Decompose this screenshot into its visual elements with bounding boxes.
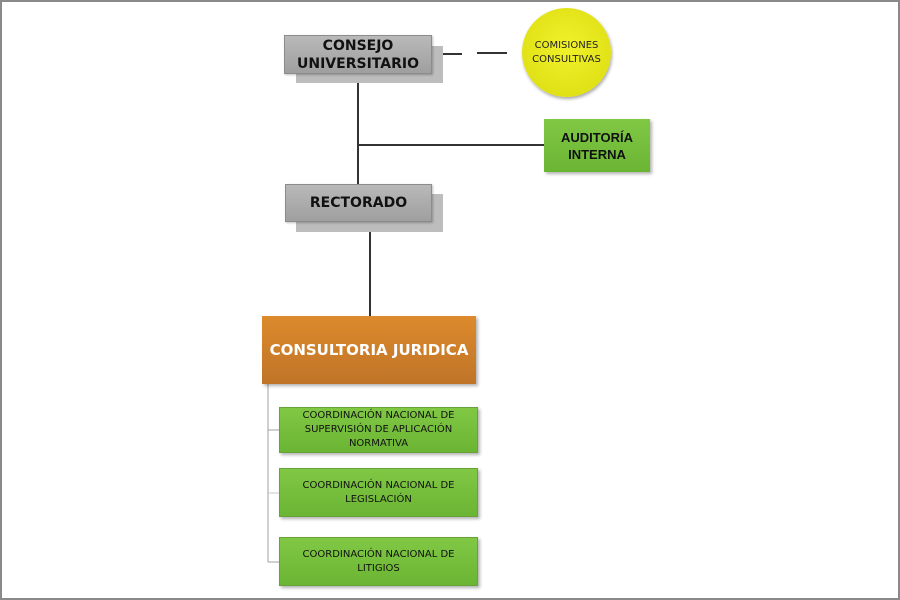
node-label-line: CONSULTIVAS [532, 53, 601, 65]
node-label-line: COORDINACIÓN NACIONAL DE [302, 479, 455, 491]
node-label-line: RECTORADO [309, 195, 408, 211]
node-label-line: COORDINACIÓN NACIONAL DE [302, 548, 455, 560]
node-label-line: LITIGIOS [357, 562, 400, 574]
node-coord-litigios[interactable]: COORDINACIÓN NACIONAL DE LITIGIOS [279, 537, 478, 586]
node-coord-supervision-normativa[interactable]: COORDINACIÓN NACIONAL DE SUPERVISIÓN DE … [279, 407, 478, 453]
node-auditoria-interna[interactable]: AUDITORÍA INTERNA [544, 119, 650, 172]
node-label-line: INTERNA [568, 146, 626, 162]
node-coord-legislacion[interactable]: COORDINACIÓN NACIONAL DE LEGISLACIÓN [279, 468, 478, 517]
node-label-line: NORMATIVA [348, 438, 409, 449]
node-consultoria-juridica[interactable]: CONSULTORIA JURIDICA [262, 316, 476, 384]
node-label-line: AUDITORÍA [561, 129, 633, 145]
node-label-line: LEGISLACIÓN [345, 493, 412, 505]
node-rectorado[interactable]: RECTORADO [285, 184, 432, 222]
node-label-line: UNIVERSITARIO [297, 55, 419, 72]
node-consejo-universitario[interactable]: CONSEJO UNIVERSITARIO [284, 35, 432, 74]
node-label-line: CONSEJO [322, 37, 394, 54]
node-label-line: COORDINACIÓN NACIONAL DE [302, 410, 455, 421]
node-label-line: COMISIONES [534, 39, 599, 51]
node-label-line: CONSULTORIA JURIDICA [269, 341, 469, 359]
node-label-line: SUPERVISIÓN DE APLICACIÓN [304, 424, 453, 435]
node-comisiones-consultivas[interactable]: COMISIONES CONSULTIVAS [522, 8, 611, 97]
